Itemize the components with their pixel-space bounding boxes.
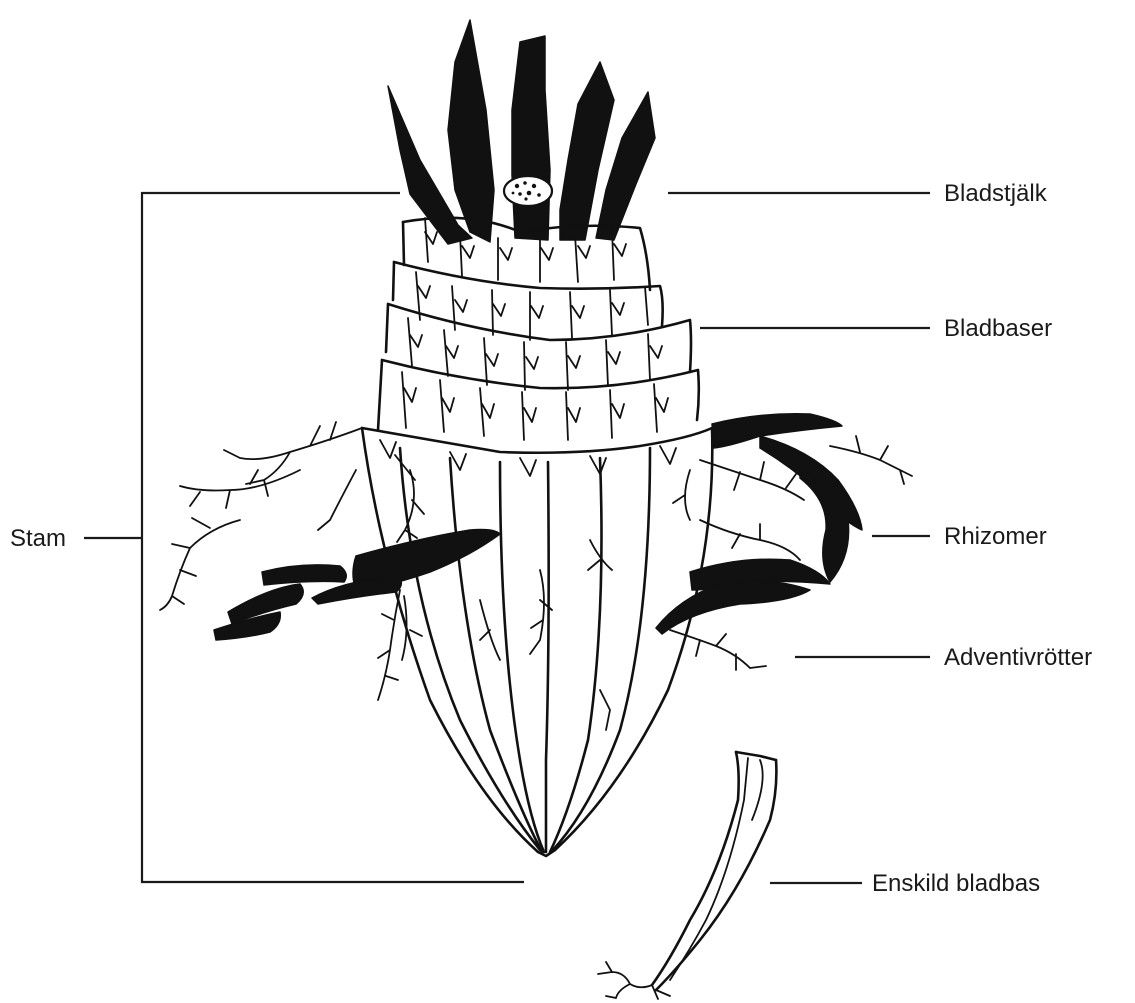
- label-stam: Stam: [10, 525, 66, 552]
- leader-lines: [84, 193, 930, 883]
- label-rhizomer: Rhizomer: [944, 523, 1047, 550]
- label-adventivrotter: Adventivrötter: [944, 644, 1092, 671]
- rhizomes-illustration: [214, 414, 862, 640]
- stem-body-illustration: [362, 428, 712, 856]
- label-enskild-bladbas: Enskild bladbas: [872, 870, 1040, 897]
- label-bladstjalk: Bladstjälk: [944, 180, 1048, 207]
- leaf-bases-illustration: [362, 218, 712, 476]
- single-leaf-base-illustration: [598, 752, 776, 999]
- label-bladbaser: Bladbaser: [944, 315, 1052, 342]
- petioles-illustration: [388, 20, 655, 244]
